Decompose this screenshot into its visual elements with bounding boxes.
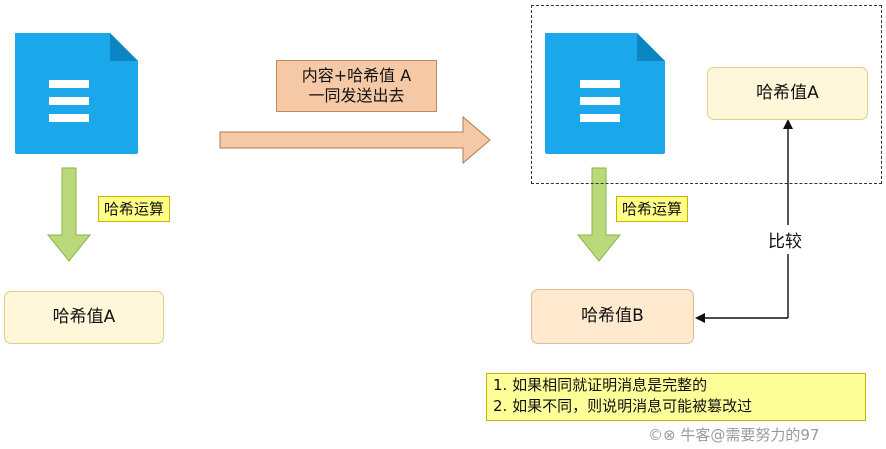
send-arrow	[219, 115, 491, 165]
document-icon-right	[545, 33, 665, 154]
hash-value-a-box-left: 哈希值A	[4, 291, 164, 344]
down-arrow-left	[46, 167, 92, 262]
hash-value-b-box: 哈希值B	[531, 289, 694, 344]
received-content-frame	[531, 5, 882, 184]
send-label-line2: 一同发送出去	[308, 86, 405, 105]
hash-operation-label-right: 哈希运算	[616, 196, 689, 222]
compare-label: 比较	[766, 225, 804, 254]
document-icon-left	[15, 33, 138, 154]
note-line-2: 2. 如果不同，则说明消息可能被篡改过	[493, 397, 753, 415]
result-notes: 1. 如果相同就证明消息是完整的 2. 如果不同，则说明消息可能被篡改过	[486, 373, 866, 421]
send-label: 内容+哈希值 A 一同发送出去	[276, 60, 437, 112]
down-arrow-right	[576, 167, 622, 262]
send-label-line1: 内容+哈希值 A	[301, 66, 412, 85]
hash-operation-label-left: 哈希运算	[98, 196, 171, 222]
watermark: ©⊗ 牛客@需要努力的97	[648, 426, 820, 444]
hash-value-a-box-right: 哈希值A	[707, 67, 868, 120]
note-line-1: 1. 如果相同就证明消息是完整的	[493, 376, 708, 394]
